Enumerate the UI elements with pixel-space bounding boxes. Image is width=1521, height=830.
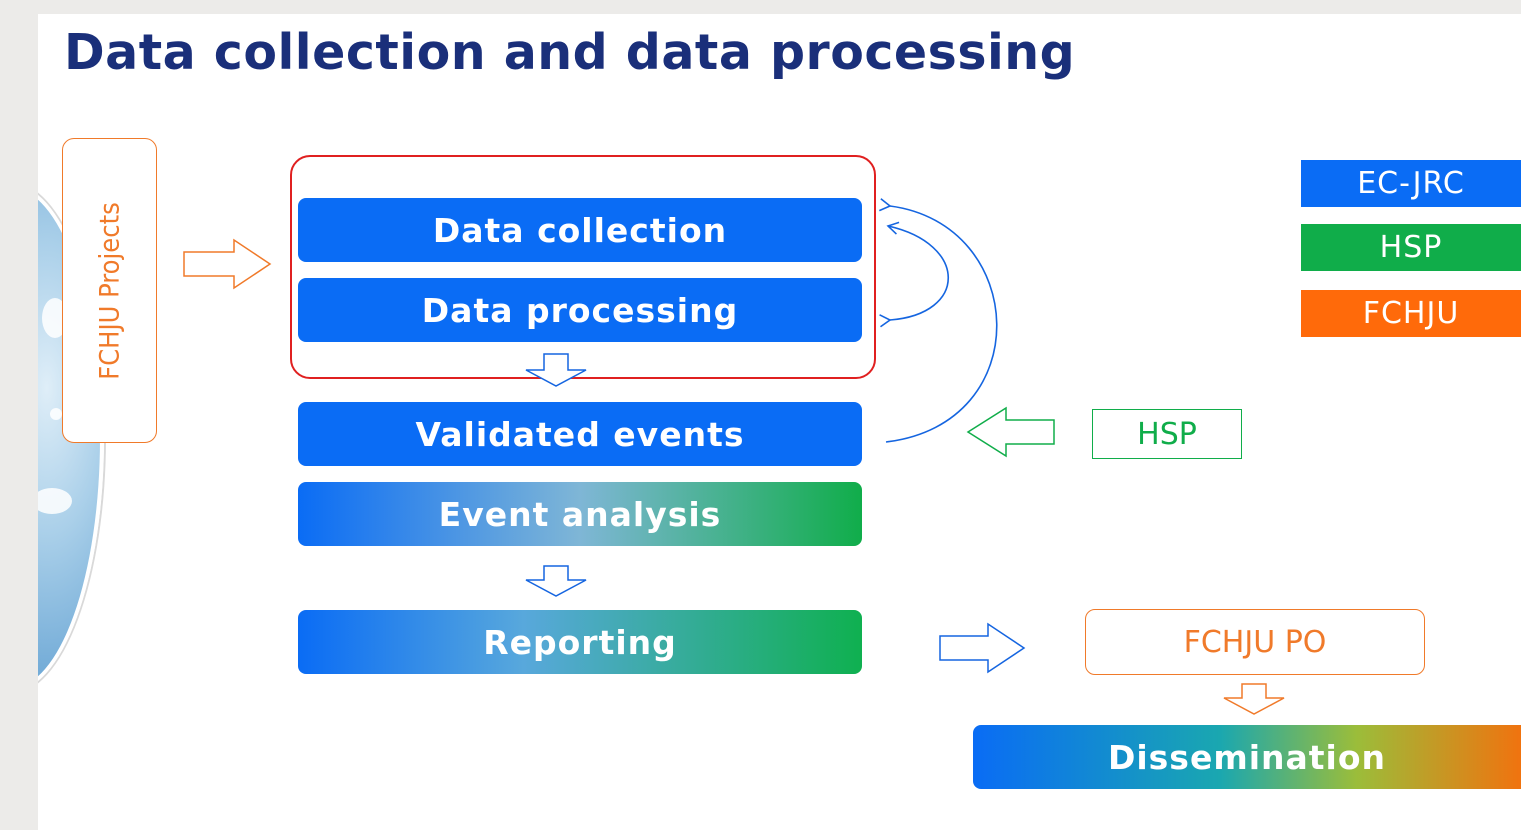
reporting-step: Reporting <box>298 610 862 674</box>
page-title: Data collection and data processing <box>64 24 1076 81</box>
arrow-right-icon <box>939 622 1026 674</box>
arrow-right-icon <box>183 238 272 290</box>
legend-hsp: HSP <box>1301 224 1521 271</box>
legend-fchju: FCHJU <box>1301 290 1521 337</box>
event-analysis-step: Event analysis <box>298 482 862 546</box>
feedback-curve <box>879 221 950 328</box>
dissemination-step: Dissemination <box>973 725 1521 789</box>
fchju-projects-label: FCHJU Projects <box>94 201 125 380</box>
fchju-projects-box: FCHJU Projects <box>62 138 157 443</box>
slide: Data collection and data processing FCHJ… <box>38 14 1521 830</box>
legend-ec-jrc: EC-JRC <box>1301 160 1521 207</box>
arrow-down-icon <box>525 565 587 597</box>
fchju-po-box: FCHJU PO <box>1085 609 1425 675</box>
data-collection-step: Data collection <box>298 198 862 262</box>
data-processing-step: Data processing <box>298 278 862 342</box>
collection-processing-frame <box>290 155 876 379</box>
validated-events-step: Validated events <box>298 402 862 466</box>
feedback-curve <box>878 198 998 443</box>
arrow-down-icon <box>1223 683 1285 715</box>
arrow-left-icon <box>966 406 1055 458</box>
hsp-box: HSP <box>1092 409 1242 459</box>
